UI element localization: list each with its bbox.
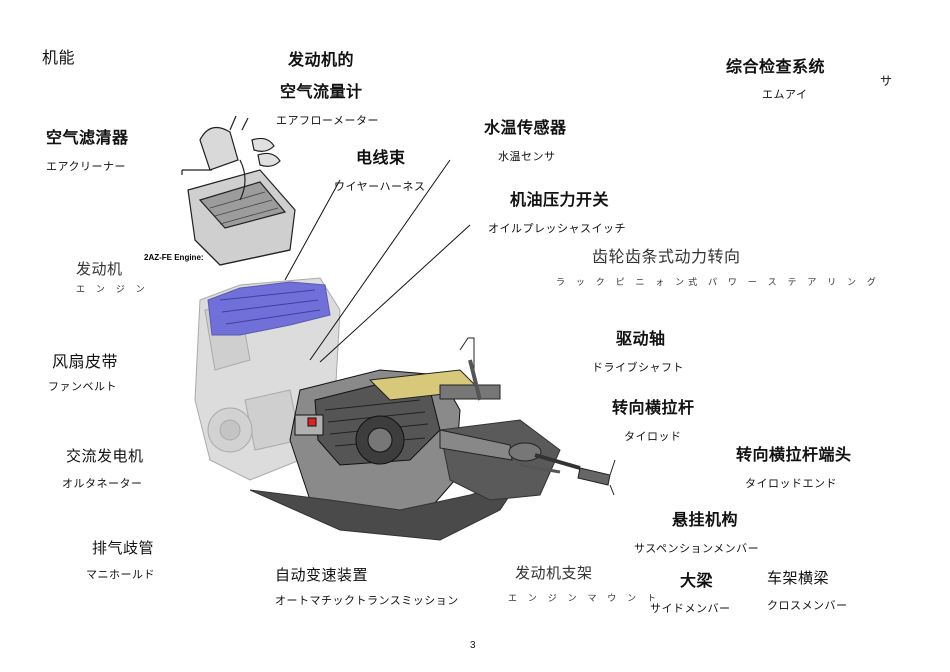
drive-shaft-label: 驱动轴 (616, 331, 666, 348)
diagnosis-system-jp: エムアイ (762, 89, 808, 101)
oil-pressure-leader (319, 224, 471, 363)
suspension-member-label: 悬挂机构 (672, 512, 739, 529)
cylinder-head-cover-drawing (207, 281, 331, 336)
oil-pressure-switch-label: 机油压力开关 (510, 192, 610, 209)
water-temp-sensor-label: 水温传感器 (484, 120, 567, 137)
water-temp-sensor-jp: 水温センサ (498, 151, 556, 163)
engine-jp: エ ン ジ ン (76, 285, 149, 295)
transaxle-drawing (289, 369, 461, 526)
fan-belt-jp: ファンベルト (48, 381, 117, 393)
engine-mount-jp: エ ン ジ ン マ ウ ン ト (508, 594, 661, 604)
suspension-member-jp: サスペンションメンバー (634, 543, 760, 555)
cross-member-label: 车架横梁 (767, 570, 830, 587)
air-flow-meter-jp: エアフローメーター (276, 115, 380, 127)
engine-label: 发动机 (76, 260, 123, 278)
automatic-transmission-jp: オートマチックトランスミッション (275, 595, 459, 607)
side-member-label: 大梁 (680, 573, 714, 590)
water-temp-leader (309, 159, 451, 361)
tie-rod-label: 转向横拉杆 (612, 400, 695, 417)
steering-rack-drawing (368, 337, 501, 401)
diagnosis-system-label: 综合检查系统 (726, 59, 826, 76)
oil-pressure-switch-jp: オイルプレッシャスイッチ (488, 223, 626, 235)
exhaust-manifold-label: 排气歧管 (92, 540, 155, 557)
rack-pinion-steering-jp: ラ ッ ク ピ ニ ォ ン式 パ ワ ー ス テ ア リ ン グ (556, 278, 880, 288)
air-cleaner-drawing (181, 115, 296, 266)
air-cleaner-label: 空气滤清器 (46, 130, 129, 147)
harness-leader (284, 179, 341, 281)
engine-model-label: 2AZ-FE Engine: (144, 253, 204, 262)
cross-member-jp: クロスメンバー (767, 600, 848, 612)
engine-assembly-illustration: 2AZ-FE Engine: (144, 115, 616, 541)
automatic-transmission-label: 自动变速装置 (275, 567, 369, 584)
tie-rod-jp: タイロッド (624, 431, 682, 443)
alternator-label: 交流发电机 (66, 448, 144, 465)
engine-mount-label: 发动机支架 (515, 564, 593, 582)
page-number: 3 (470, 640, 476, 651)
wire-harness-jp: ワイヤーハーネス (334, 181, 426, 193)
side-member-jp: サイドメンバー (650, 603, 731, 615)
callout-lines (284, 159, 471, 363)
drive-shaft-drawing (439, 429, 616, 496)
engine-performance-title: 机能 (42, 50, 76, 67)
fan-belt-label: 风扇皮带 (52, 354, 119, 371)
air-cleaner-jp: エアクリーナー (46, 161, 126, 173)
tie-rod-end-jp: タイロッドエンド (745, 478, 837, 490)
wire-harness-label: 电线束 (356, 150, 406, 167)
drive-shaft-jp: ドライブシャフト (592, 362, 684, 374)
air-flow-meter-label-line1: 发动机的 (288, 52, 355, 69)
alternator-jp: オルタネーター (62, 478, 143, 490)
sa-character: サ (880, 74, 893, 88)
exhaust-manifold-jp: マニホールド (86, 569, 155, 581)
rack-pinion-steering-label: 齿轮齿条式动力转向 (592, 247, 741, 266)
air-flow-meter-label-line2: 空气流量计 (280, 84, 363, 101)
tie-rod-end-label: 转向横拉杆端头 (736, 447, 852, 464)
